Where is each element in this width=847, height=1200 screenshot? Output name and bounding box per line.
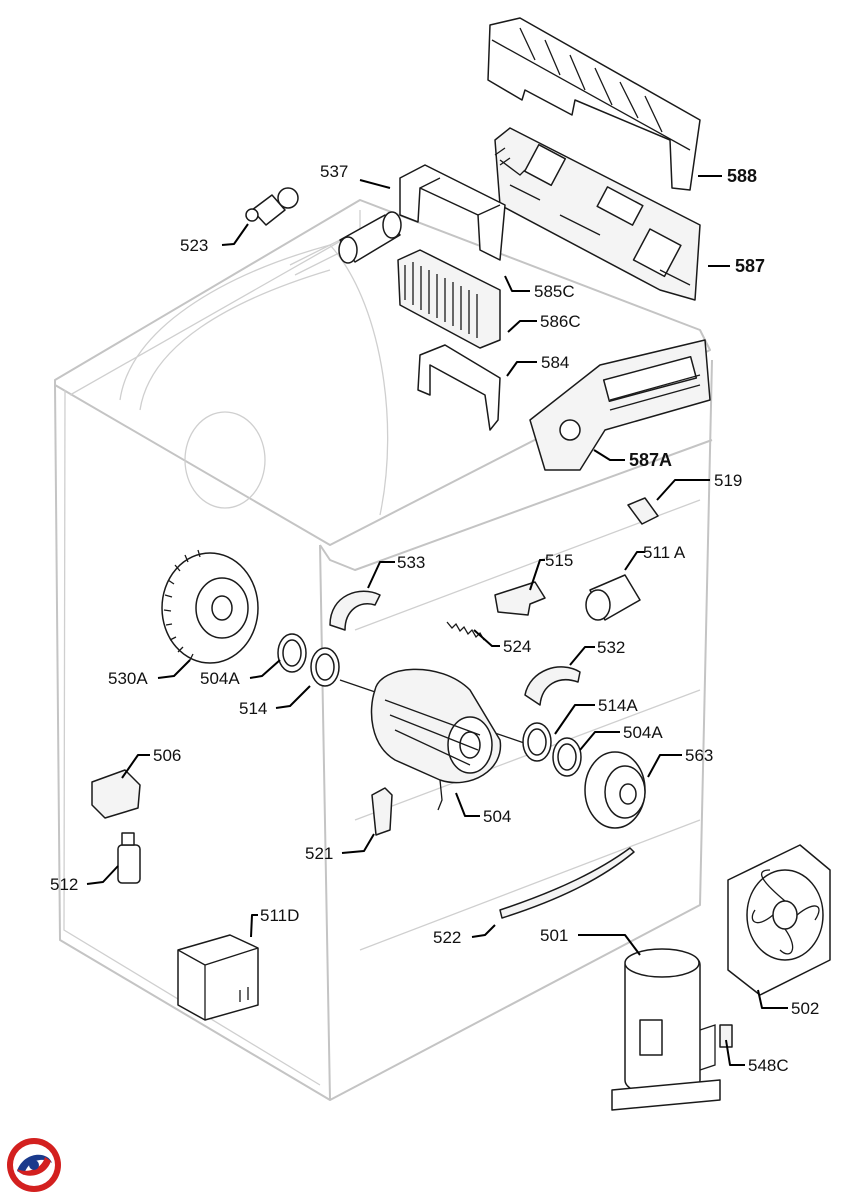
label-532: 532 <box>597 638 625 657</box>
label-587: 587 <box>735 256 765 276</box>
part-515-switch <box>494 581 546 616</box>
label-514a: 514A <box>598 696 638 715</box>
part-511d-transformer <box>177 934 259 1021</box>
part-585c-cover <box>399 164 506 261</box>
label-506: 506 <box>153 746 181 765</box>
part-523-lamp <box>245 187 299 226</box>
part-511a-capacitor <box>585 574 641 621</box>
label-521: 521 <box>305 844 333 863</box>
label-537: 537 <box>320 162 348 181</box>
part-524-spring <box>446 621 485 641</box>
label-548c: 548C <box>748 1056 789 1075</box>
label-504a-right: 504A <box>623 723 663 742</box>
label-587a: 587A <box>629 450 672 470</box>
label-522: 522 <box>433 928 461 947</box>
label-504a-left: 504A <box>200 669 240 688</box>
label-502: 502 <box>791 999 819 1018</box>
label-584: 584 <box>541 353 569 372</box>
part-514a-ring <box>522 722 552 762</box>
label-511a: 511 A <box>643 543 686 562</box>
label-524: 524 <box>503 637 531 656</box>
label-563: 563 <box>685 746 713 765</box>
brand-logo-icon <box>7 1138 61 1192</box>
part-587a-display <box>529 339 711 471</box>
part-537-capacitor <box>338 211 402 264</box>
part-532-bracket <box>524 666 581 706</box>
leader-lines <box>86 175 788 1066</box>
part-506-relay <box>91 769 141 819</box>
part-530a-fan-wheel <box>161 549 259 664</box>
part-522-belt <box>499 847 635 919</box>
part-533-bracket <box>329 590 381 631</box>
label-514: 514 <box>239 699 267 718</box>
label-519: 519 <box>714 471 742 490</box>
part-512-capacitor <box>117 832 141 884</box>
part-563-pulley <box>584 751 646 829</box>
part-519-sensor <box>627 497 659 525</box>
part-labels: 588 587 537 523 585C 586C 584 587A 519 5… <box>50 162 819 1075</box>
part-514-ring <box>310 647 340 687</box>
label-533: 533 <box>397 553 425 572</box>
label-586c: 586C <box>540 312 581 331</box>
label-511d: 511D <box>260 906 299 925</box>
label-512: 512 <box>50 875 78 894</box>
label-504: 504 <box>483 807 511 826</box>
part-588-top-cover <box>487 17 701 191</box>
part-504-motor <box>339 668 531 811</box>
part-502-fan <box>727 844 831 996</box>
part-504a-ring-right <box>552 737 582 777</box>
part-586c-heatsink <box>397 249 501 349</box>
part-504a-ring-left <box>277 633 307 673</box>
label-523: 523 <box>180 236 208 255</box>
part-587-control-board <box>494 127 701 301</box>
label-501: 501 <box>540 926 568 945</box>
label-585c: 585C <box>534 282 575 301</box>
label-515: 515 <box>545 551 573 570</box>
part-584-bracket <box>417 344 501 431</box>
label-588: 588 <box>727 166 757 186</box>
label-530a: 530A <box>108 669 148 688</box>
part-501-compressor <box>611 948 733 1111</box>
part-521-connector <box>371 787 393 836</box>
